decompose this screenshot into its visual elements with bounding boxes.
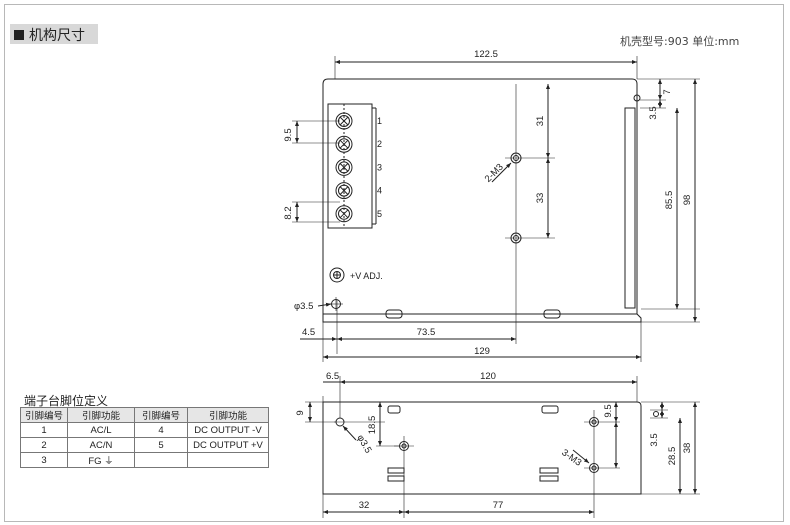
section-title-text: 机构尺寸 (29, 28, 85, 44)
side-m3-holes (399, 417, 599, 473)
dim-hole-dia: φ3.5 (294, 301, 313, 312)
dim-h28-5: 28.5 (667, 447, 678, 466)
terminal-number: 5 (377, 209, 382, 219)
table-cell: DC OUTPUT -V (187, 422, 269, 438)
terminal-numbers: 1 2 3 4 5 (377, 116, 382, 219)
m3-label-top: 2-M3 (483, 162, 506, 185)
m3-label-side: 3-M3 (559, 447, 583, 468)
pin-table-header-row: 引脚编号 引脚功能 引脚编号 引脚功能 (20, 407, 269, 423)
side-view-labels: 120 6.5 9 18.5 φ3.5 9.5 3-M3 3.5 28.5 38… (295, 371, 693, 511)
model-units-label: 机壳型号:903 单位:mm (620, 35, 740, 48)
table-cell: AC/N (67, 437, 135, 453)
table-row: 1 AC/L 4 DC OUTPUT -V (20, 422, 269, 438)
header-pin-no-2: 引脚编号 (134, 407, 188, 423)
vadj-label: +V ADJ. (350, 271, 383, 281)
dim-height-85-5: 85.5 (664, 191, 675, 210)
table-cell: 2 (20, 437, 68, 453)
terminal-screw-icon (335, 205, 353, 223)
square-icon (14, 30, 24, 40)
table-cell: 1 (20, 422, 68, 438)
right-rail (624, 107, 636, 309)
dim-width-bottom: 129 (474, 346, 490, 357)
side-vent-1 (387, 467, 405, 474)
terminal-screw-icon (335, 158, 353, 176)
top-view (292, 56, 700, 362)
section-title: 机构尺寸 (14, 25, 85, 45)
side-right-notch (653, 411, 659, 417)
dim-h38: 38 (682, 443, 693, 454)
dim-width-top: 122.5 (474, 49, 498, 60)
dim-bottom-77: 77 (493, 500, 504, 511)
dim-right-7: 7 (662, 89, 673, 94)
terminal-number: 2 (377, 139, 382, 149)
dim-pitch-bottom: 8.2 (283, 206, 294, 219)
terminal-number: 1 (377, 116, 382, 126)
dim-bottom-32: 32 (359, 500, 370, 511)
top-view-labels: 122.5 129 73.5 4.5 φ3.5 9.5 8.2 7 3.5 85… (283, 49, 693, 357)
table-row: 3 FG ⏚ (20, 452, 269, 468)
table-cell: DC OUTPUT +V (187, 437, 269, 453)
table-row: 2 AC/N 5 DC OUTPUT +V (20, 437, 269, 453)
dim-width-120: 120 (480, 371, 496, 382)
right-notch (633, 94, 641, 102)
dim-h3-5: 3.5 (649, 433, 660, 446)
dim-h9-5: 9.5 (603, 404, 614, 417)
dim-left-6-5: 6.5 (326, 371, 339, 382)
side-slot-top-right (541, 405, 559, 414)
dim-h9: 9 (295, 410, 306, 415)
terminal-screw-icon (335, 112, 353, 130)
dim-h18-5: 18.5 (367, 416, 378, 435)
table-cell: FG ⏚ (67, 452, 135, 468)
side-vent-2 (387, 475, 405, 482)
dim-pitch-top: 9.5 (283, 128, 294, 141)
dim-left-offset: 4.5 (302, 327, 315, 338)
terminal-screws (335, 112, 353, 223)
side-vent-4 (539, 475, 559, 482)
bottom-slot-left (385, 309, 403, 319)
table-cell (134, 452, 188, 468)
top-view-outline (322, 78, 642, 323)
terminal-number: 3 (377, 162, 382, 172)
side-view-outline (322, 401, 642, 495)
header-pin-func-1: 引脚功能 (67, 407, 135, 423)
terminal-screw-icon (335, 182, 353, 200)
header-pin-func-2: 引脚功能 (187, 407, 269, 423)
pin-table: 引脚编号 引脚功能 引脚编号 引脚功能 1 AC/L 4 DC OUTPUT -… (20, 407, 269, 468)
header-pin-no-1: 引脚编号 (20, 407, 68, 423)
bottom-slot-right (543, 309, 561, 319)
dim-m3-31: 31 (535, 116, 546, 127)
side-slot-top (387, 405, 401, 414)
terminal-screw-icon (335, 135, 353, 153)
dim-m3-33: 33 (535, 193, 546, 204)
table-cell (187, 452, 269, 468)
side-dim-hole-dia: φ3.5 (354, 433, 373, 455)
table-cell: AC/L (67, 422, 135, 438)
header-bar (10, 24, 98, 44)
dim-right-3-5: 3.5 (648, 106, 659, 119)
side-vent-3 (539, 467, 559, 474)
dim-height-98: 98 (682, 195, 693, 206)
table-cell: 3 (20, 452, 68, 468)
pin-table-title: 端子台脚位定义 (24, 394, 109, 408)
dim-hole-x: 73.5 (417, 327, 436, 338)
side-view (305, 376, 700, 518)
table-cell: 5 (134, 437, 188, 453)
vadj-pot-icon (329, 267, 345, 283)
table-cell: 4 (134, 422, 188, 438)
terminal-number: 4 (377, 186, 382, 196)
terminal-block (327, 103, 373, 229)
drawing-frame (4, 4, 784, 522)
